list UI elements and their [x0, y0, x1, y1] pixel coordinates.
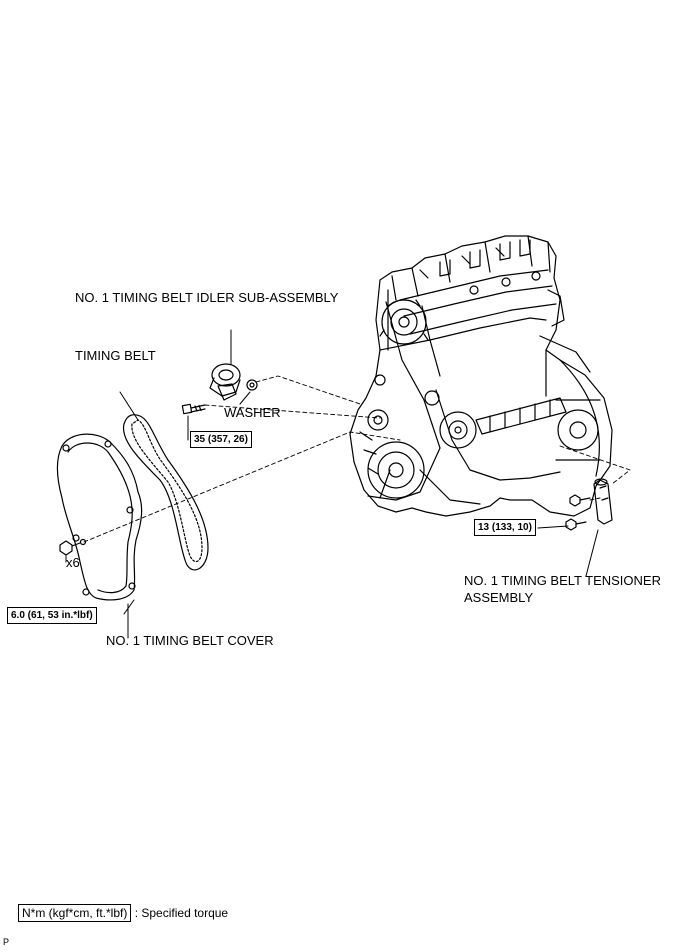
torque-cover-bolt: 6.0 (61, 53 in.*lbf) — [7, 607, 97, 624]
torque-tensioner-bolt: 13 (133, 10) — [474, 519, 536, 536]
label-timing-belt-cover: NO. 1 TIMING BELT COVER — [106, 633, 274, 648]
corner-code: P — [3, 937, 10, 947]
timing-belt-cover-drawing — [56, 433, 143, 601]
idler-bolt-drawing — [181, 403, 206, 415]
legend-unit-box: N*m (kgf*cm, ft.*lbf) — [18, 904, 132, 922]
tensioner-bolts-drawing — [565, 494, 591, 531]
idler-pulley-drawing — [209, 363, 258, 401]
engine-block-drawing — [349, 235, 613, 517]
torque-legend: N*m (kgf*cm, ft.*lbf) : Specified torque — [18, 904, 229, 922]
legend-meaning: : Specified torque — [134, 906, 229, 920]
cover-bolt-drawing — [59, 538, 87, 556]
assembly-dashed-lines — [83, 375, 631, 543]
label-tensioner-line1: NO. 1 TIMING BELT TENSIONER — [464, 573, 661, 588]
label-tensioner-line2: ASSEMBLY — [464, 590, 534, 605]
timing-belt-drawing — [122, 414, 209, 571]
torque-idler-bolt: 35 (357, 26) — [190, 431, 252, 448]
label-idler-sub-assembly: NO. 1 TIMING BELT IDLER SUB-ASSEMBLY — [75, 290, 339, 305]
tensioner-drawing — [593, 478, 613, 525]
label-timing-belt: TIMING BELT — [75, 348, 156, 363]
label-washer: WASHER — [224, 405, 281, 420]
label-x6: x6 — [66, 555, 80, 570]
leader-lines — [65, 329, 599, 639]
